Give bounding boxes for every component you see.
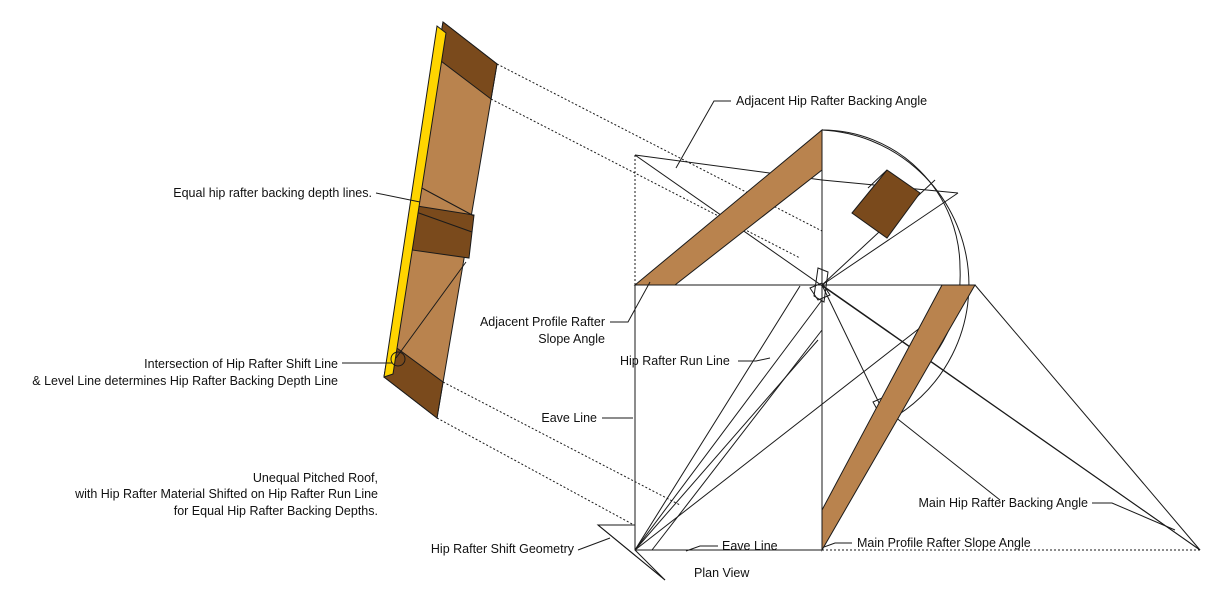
label-eave-line-bottom: Eave Line: [722, 539, 778, 553]
label-intersection-2: & Level Line determines Hip Rafter Backi…: [32, 374, 338, 388]
label-adjacent-profile-slope-2: Slope Angle: [538, 332, 605, 346]
label-intersection-1: Intersection of Hip Rafter Shift Line: [144, 357, 338, 371]
label-title-3: for Equal Hip Rafter Backing Depths.: [174, 504, 378, 518]
plan-rafters: [633, 128, 976, 552]
hip-rafter-section: [383, 21, 498, 419]
label-shift-geometry: Hip Rafter Shift Geometry: [431, 542, 575, 556]
label-adjacent-profile-slope-1: Adjacent Profile Rafter: [480, 315, 605, 329]
leaders: [342, 100, 1176, 552]
label-plan-view: Plan View: [694, 566, 750, 580]
backing-bevel-edge: [383, 25, 447, 378]
plan-geometry: [596, 129, 1201, 581]
label-eave-line-vertical: Eave Line: [541, 411, 597, 425]
hip-end-block: [851, 169, 921, 239]
label-backing-depth-lines: Equal hip rafter backing depth lines.: [173, 186, 372, 200]
label-title-1: Unequal Pitched Roof,: [253, 471, 378, 485]
labels: Adjacent Hip Rafter Backing Angle Equal …: [32, 94, 1088, 580]
label-main-profile-slope: Main Profile Rafter Slope Angle: [857, 536, 1031, 550]
intersection-marker: [390, 351, 406, 367]
adjacent-profile-rafter: [633, 128, 823, 286]
label-title-2: with Hip Rafter Material Shifted on Hip …: [74, 487, 378, 501]
label-adjacent-backing-angle: Adjacent Hip Rafter Backing Angle: [736, 94, 927, 108]
main-profile-rafter: [821, 284, 976, 552]
label-main-backing-angle: Main Hip Rafter Backing Angle: [918, 496, 1088, 510]
label-hip-run-line: Hip Rafter Run Line: [620, 354, 730, 368]
